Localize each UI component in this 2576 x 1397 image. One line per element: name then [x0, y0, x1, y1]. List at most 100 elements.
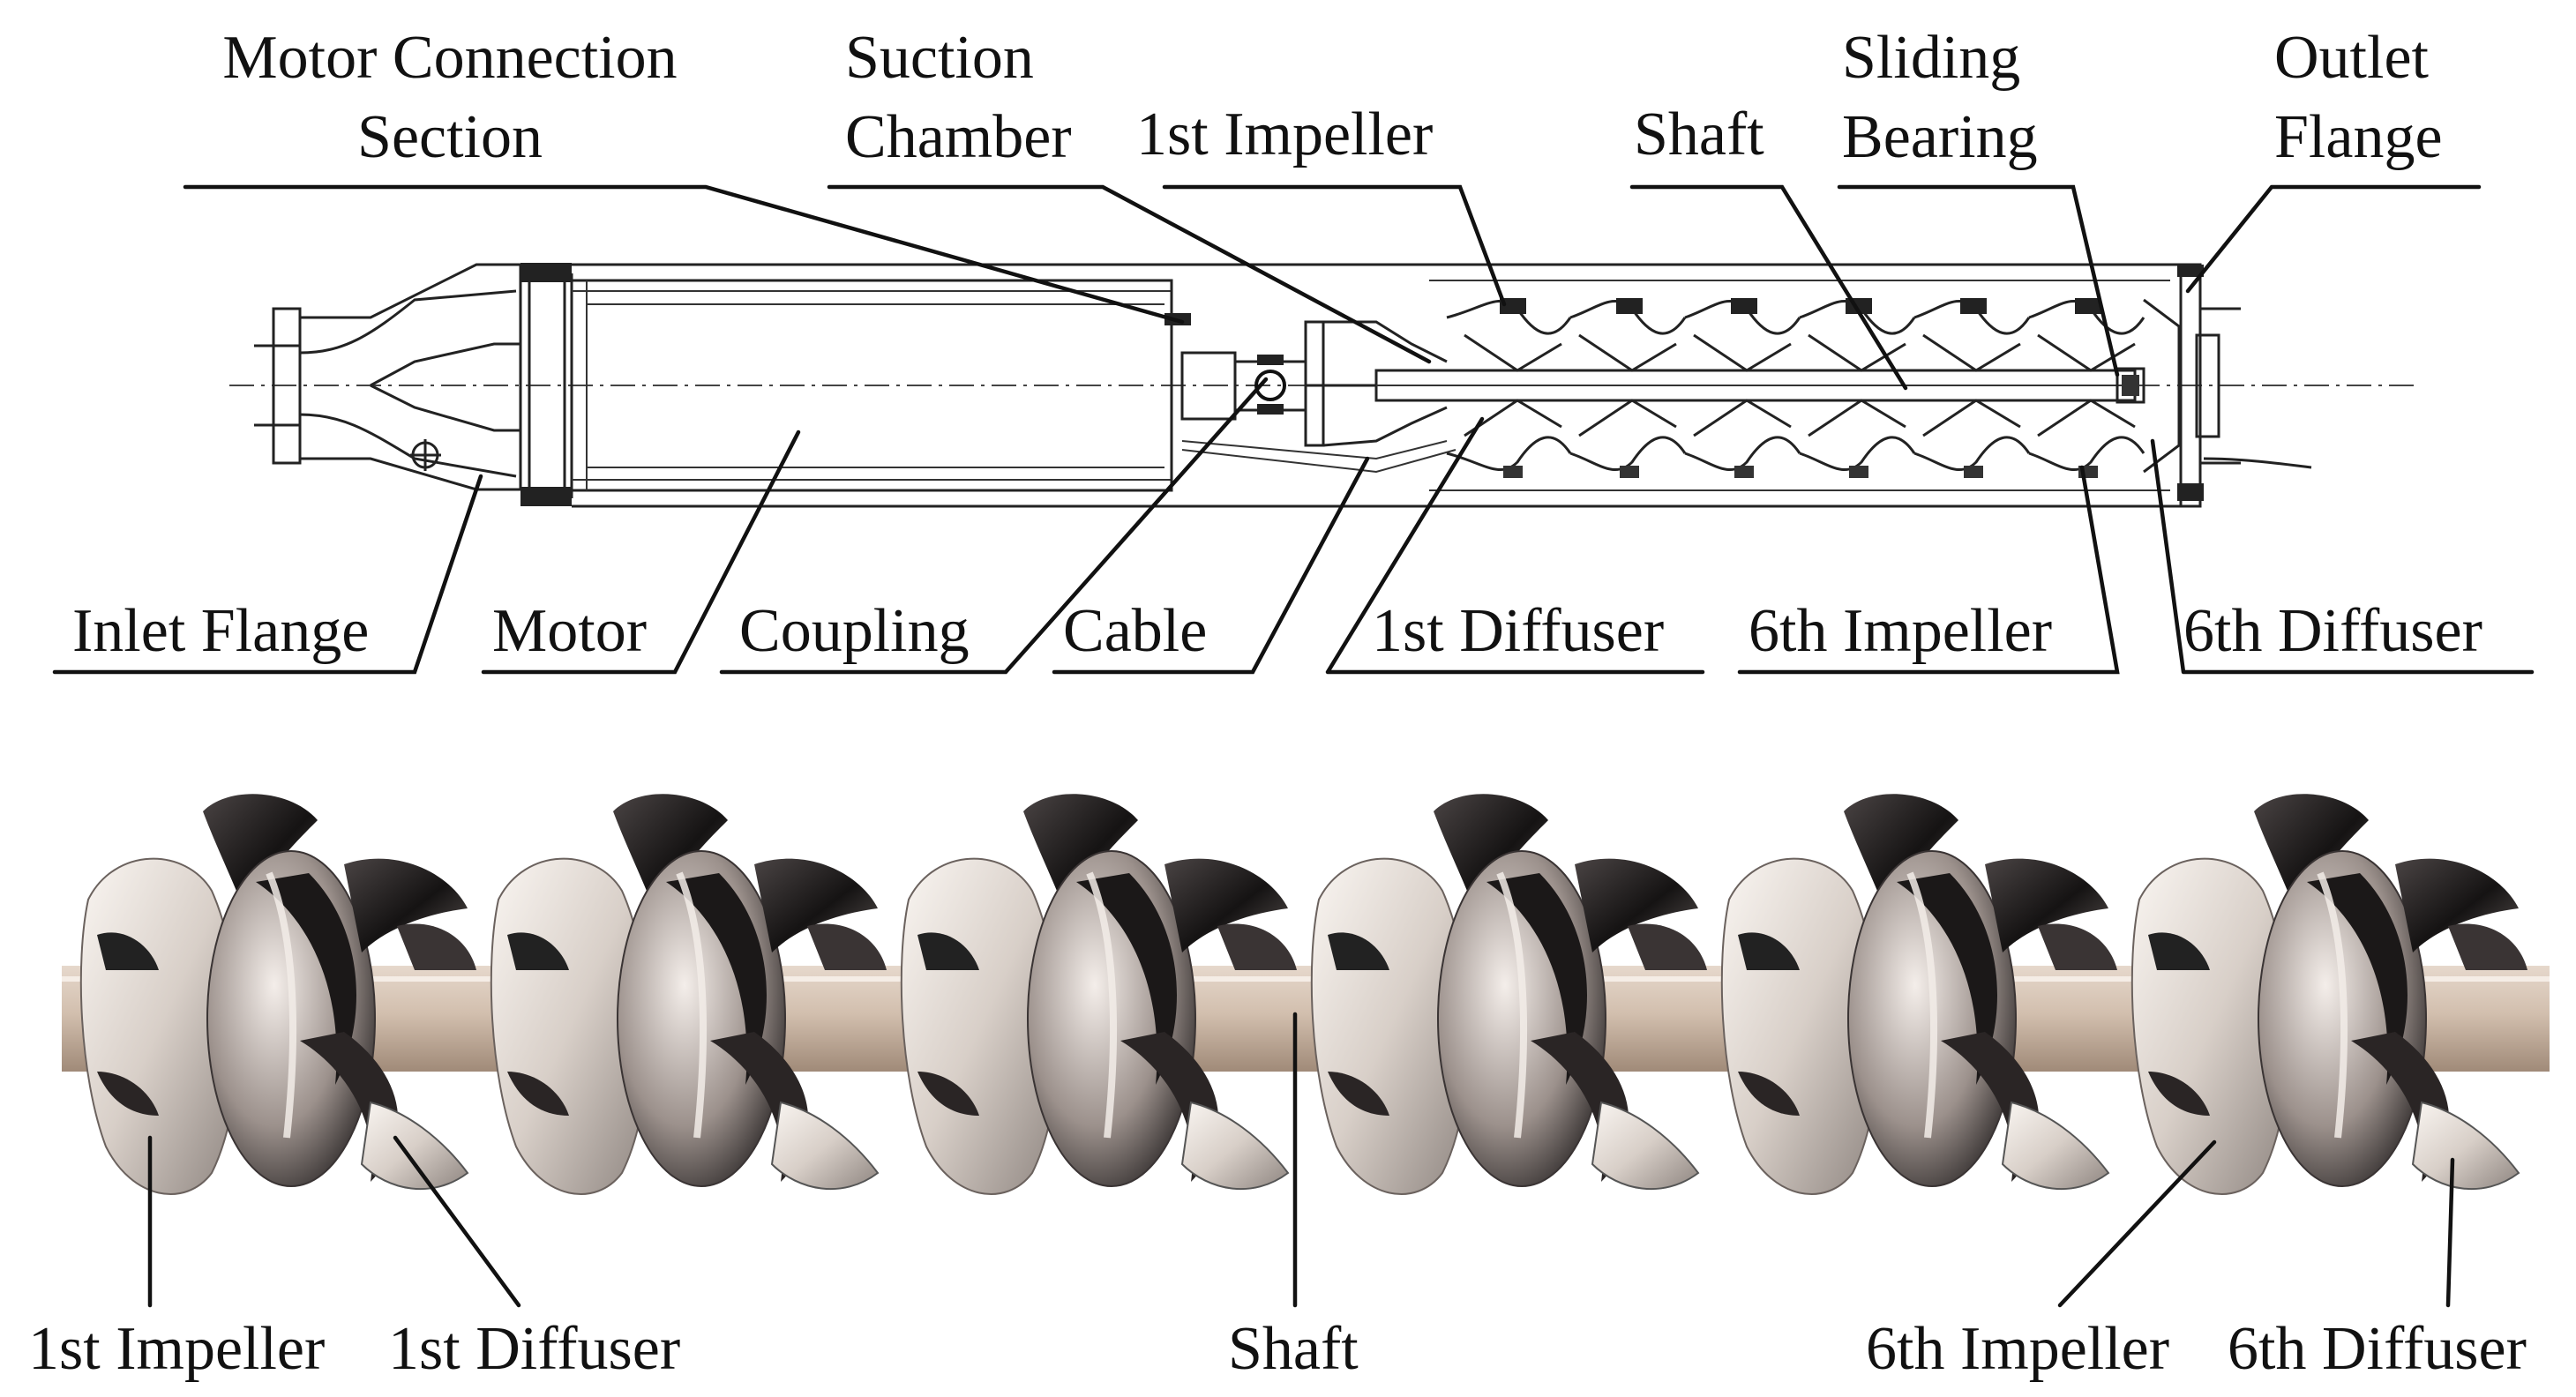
impeller-vane-render [666, 873, 767, 1085]
diffuser-blade-lower-render [2001, 1101, 2110, 1191]
diffuser-blade-upper-render [1164, 858, 1288, 952]
leader-cable [1052, 456, 1370, 675]
stage-drawing-1 [1446, 298, 1572, 478]
label-sliding-line2: Bearing [1842, 103, 2038, 171]
impeller-inlet-blade-render [507, 1072, 569, 1116]
leader-render-sixth-impeller [2057, 1139, 2217, 1308]
diffuser-blade-upper-render [1985, 858, 2108, 952]
outlet-flange-drawing [2115, 263, 2312, 508]
leader-coupling [719, 377, 1269, 675]
impeller-blade-top-render [2254, 794, 2369, 917]
diffuser-blade-lower-render [2411, 1101, 2520, 1191]
label-motor-connection-line1: Motor Connection [222, 24, 677, 92]
stage-drawing-2 [1569, 298, 1687, 478]
diffuser-blade-upper-render [2395, 858, 2519, 952]
label-sliding-line1: Sliding [1842, 24, 2020, 92]
leader-first-diffuser [1325, 416, 1705, 675]
diffuser-vane-render [2038, 923, 2117, 970]
leader-shaft [1629, 184, 1908, 391]
motor-drawing [570, 263, 1376, 508]
impeller-vane-render [256, 873, 356, 1085]
impeller-highlight-render [1496, 871, 1528, 1139]
label-inlet-flange: Inlet Flange [72, 597, 369, 665]
diffuser-blade-upper-render [754, 858, 878, 952]
label-shaft-top: Shaft [1634, 101, 1764, 168]
impeller-vane-render [1076, 873, 1177, 1085]
top-leader-lines [183, 184, 2482, 391]
leader-motor [481, 430, 801, 675]
diffuser-blade-upper-render [344, 858, 468, 952]
suction-chamber-drawing [1181, 320, 1456, 474]
impeller-inlet-blade-render [1738, 1072, 1800, 1116]
diffuser-vane-render [1628, 923, 1707, 970]
impeller-inlet-blade-render [917, 932, 979, 970]
impeller-highlight-render [676, 871, 708, 1139]
label-motor: Motor [492, 597, 647, 665]
impeller-blade-top-render [1844, 794, 1958, 917]
impeller-inlet-blade-render [2148, 932, 2210, 970]
leader-suction-chamber [827, 184, 1432, 364]
leader-render-sixth-diffuser [2445, 1157, 2455, 1308]
impeller-vane-render [1897, 873, 1997, 1085]
impeller-inlet-blade-render [97, 1072, 159, 1116]
pump-housing-drawing [1374, 263, 2188, 508]
pump-stages-drawing [1446, 298, 2145, 478]
diffuser-vane-render [397, 923, 476, 970]
stage-drawing-3 [1684, 298, 1801, 478]
render-leader-lines [147, 1012, 2455, 1308]
impeller-vane-render [1486, 873, 1587, 1085]
impeller-highlight-render [266, 871, 297, 1139]
impeller-highlight-render [1906, 871, 1938, 1139]
diffuser-blade-lower-render [770, 1101, 880, 1191]
label-render-sixth-impeller: 6th Impeller [1866, 1315, 2169, 1383]
leader-motor-connection [183, 184, 1185, 325]
impeller-inlet-blade-render [507, 932, 569, 970]
coupling-drawing [1180, 351, 1376, 421]
rendered-stage-5 [1720, 794, 2117, 1195]
diffuser-blade-lower-render [360, 1101, 469, 1191]
label-render-shaft: Shaft [1228, 1315, 1359, 1383]
label-render-first-impeller: 1st Impeller [28, 1315, 325, 1383]
pump-cross-section [229, 263, 2417, 508]
rendered-stage-group [79, 794, 2527, 1195]
diffuser-vane-render [2448, 923, 2527, 970]
label-first-impeller-top: 1st Impeller [1136, 101, 1433, 168]
label-render-sixth-diffuser: 6th Diffuser [2228, 1315, 2527, 1383]
diffuser-blade-lower-render [1180, 1101, 1290, 1191]
leader-outlet-flange [2185, 184, 2482, 294]
impeller-blade-top-render [203, 794, 318, 917]
rendered-stage-2 [490, 794, 887, 1195]
label-render-first-diffuser: 1st Diffuser [388, 1315, 680, 1383]
impeller-inlet-blade-render [1328, 1072, 1389, 1116]
impeller-inlet-blade-render [1328, 932, 1389, 970]
diffuser-vane-render [807, 923, 887, 970]
leader-sliding-bearing [1837, 184, 2120, 377]
leader-render-first-diffuser [393, 1135, 521, 1308]
bottom-leader-lines [52, 377, 2535, 675]
diffuser-vane-render [1217, 923, 1297, 970]
leader-inlet-flange [52, 474, 483, 675]
rendered-stage-6 [2130, 794, 2527, 1195]
label-motor-connection-line2: Section [357, 103, 543, 171]
stage-drawing-5 [1913, 298, 2031, 478]
label-outlet-line1: Outlet [2274, 24, 2430, 92]
impeller-inlet-blade-render [1738, 932, 1800, 970]
impeller-blade-top-render [1023, 794, 1138, 917]
stage-drawing-6 [2028, 298, 2145, 478]
impeller-inlet-blade-render [917, 1072, 979, 1116]
impeller-highlight-render [2317, 871, 2348, 1139]
label-sixth-impeller: 6th Impeller [1749, 597, 2052, 665]
top-labels: Motor Connection Section Suction Chamber… [222, 24, 2442, 171]
label-sixth-diffuser: 6th Diffuser [2183, 597, 2482, 665]
diffuser-blade-lower-render [1591, 1101, 1700, 1191]
leader-first-impeller [1162, 184, 1507, 307]
bottom-drawing-labels: Inlet Flange Motor Coupling Cable 1st Di… [72, 597, 2482, 665]
rendered-stage-1 [79, 794, 476, 1195]
stage-drawing-4 [1799, 298, 1916, 478]
impeller-blade-top-render [613, 794, 728, 917]
impeller-inlet-blade-render [2148, 1072, 2210, 1116]
label-suction-line1: Suction [845, 24, 1034, 92]
rendered-stage-4 [1310, 794, 1707, 1195]
label-first-diffuser: 1st Diffuser [1372, 597, 1664, 665]
